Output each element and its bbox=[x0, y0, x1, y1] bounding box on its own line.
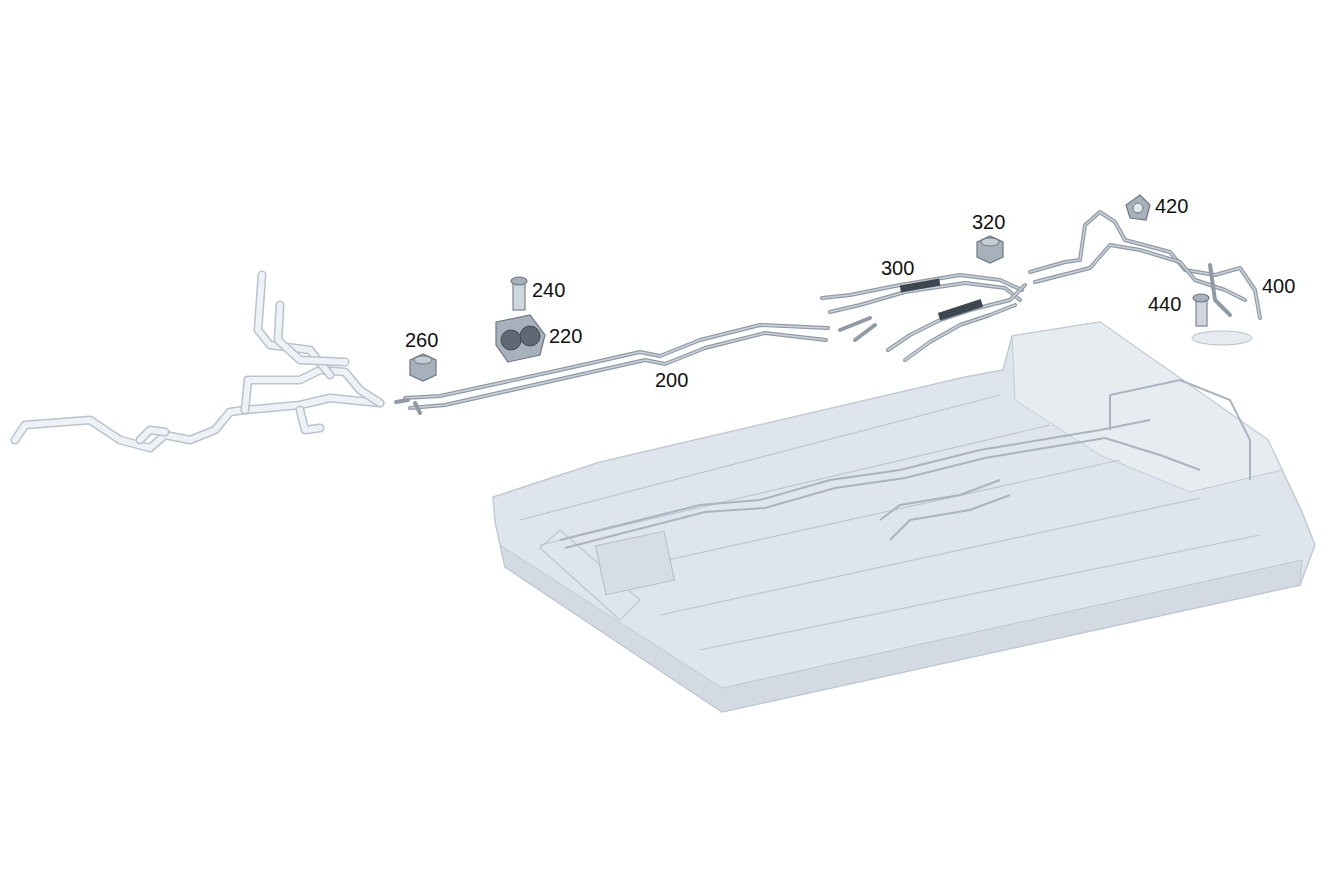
callout-number: 420 bbox=[1155, 195, 1188, 217]
callout-number: 400 bbox=[1262, 275, 1295, 297]
coolant-pipe-set bbox=[1030, 212, 1260, 318]
hex-nut bbox=[410, 354, 436, 381]
pipe-clip bbox=[1126, 195, 1150, 220]
pipe-clamp bbox=[496, 315, 545, 362]
callout-number: 240 bbox=[532, 279, 565, 301]
coolant-pipe-set bbox=[822, 275, 1025, 360]
bolt bbox=[511, 277, 527, 310]
hex-nut bbox=[977, 236, 1003, 263]
coolant-hose-assembly bbox=[15, 275, 380, 448]
battery-tray bbox=[493, 322, 1315, 712]
callout-number: 220 bbox=[549, 325, 582, 347]
callout-number: 260 bbox=[405, 329, 438, 351]
callout-number: 320 bbox=[972, 211, 1005, 233]
coolant-pipe bbox=[396, 325, 828, 413]
callout-number: 300 bbox=[881, 257, 914, 279]
callout-number: 200 bbox=[655, 369, 688, 391]
callout-number: 440 bbox=[1148, 293, 1181, 315]
bolt bbox=[1192, 294, 1252, 345]
